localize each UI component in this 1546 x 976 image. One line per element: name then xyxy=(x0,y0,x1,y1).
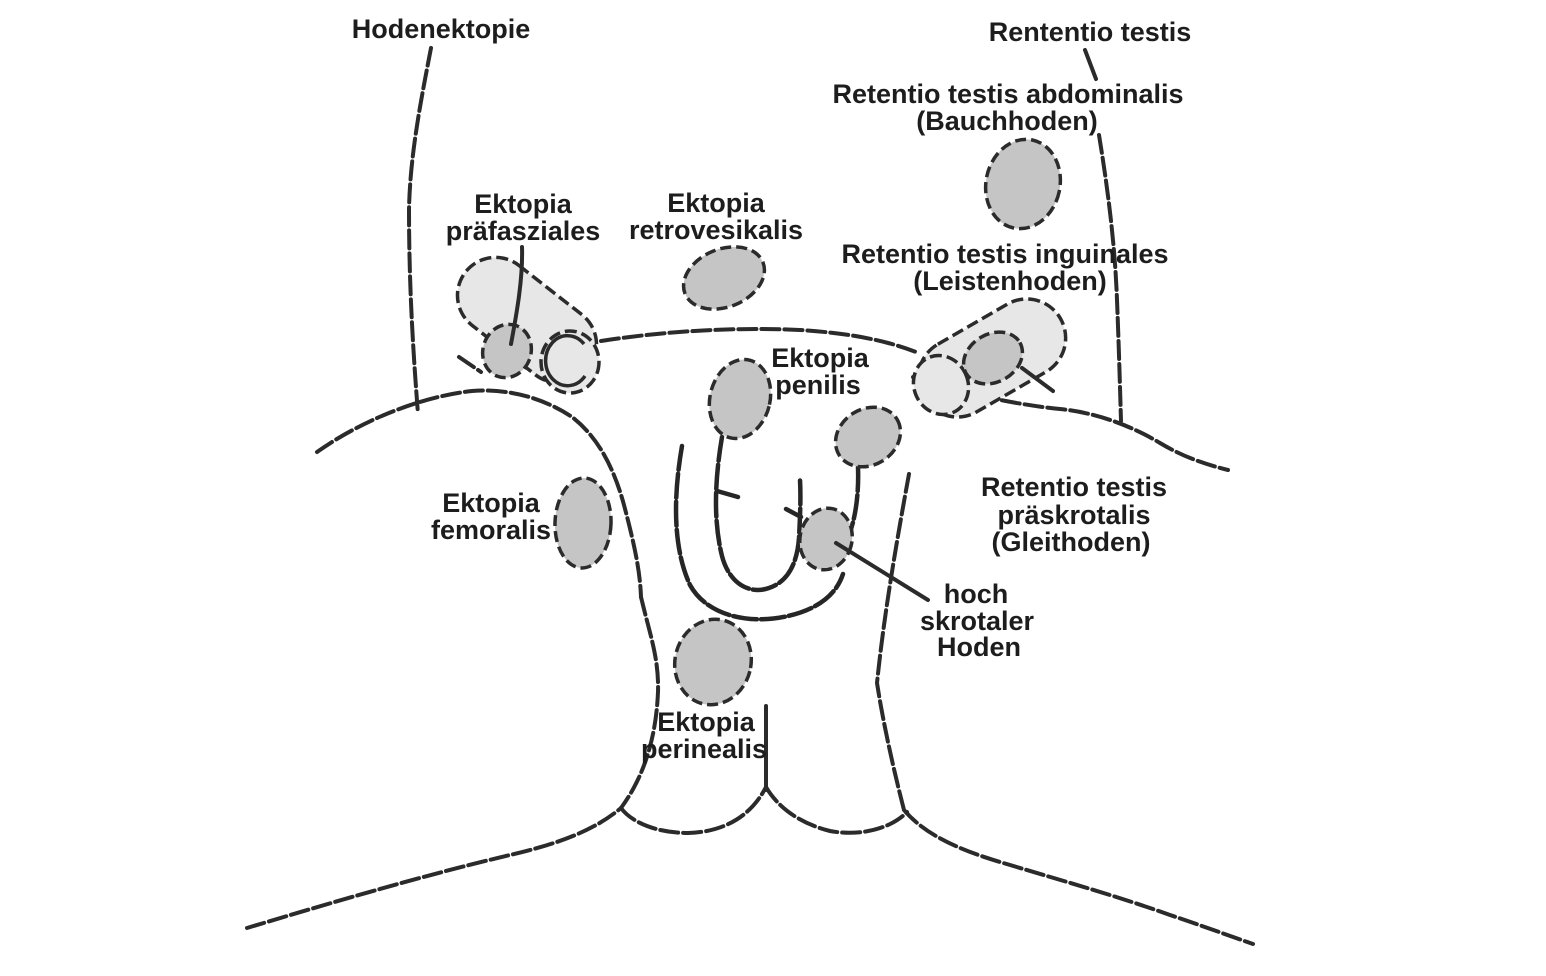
inguinal-leader-line xyxy=(1020,366,1055,393)
left-groin-curve xyxy=(315,388,643,599)
retentio-leader-line xyxy=(1083,48,1098,81)
label-femoral-line1: Ektopia xyxy=(442,488,541,518)
abdominal-testis-ellipse xyxy=(983,137,1063,231)
labels: Hodenektopie Rententio testis Retentio t… xyxy=(352,14,1192,764)
label-perineal-line2: perinealis xyxy=(641,734,767,764)
praefaszial-leader-line xyxy=(509,245,525,346)
penis-outer-curve xyxy=(673,443,846,622)
femoral-testis-ellipse xyxy=(553,476,613,570)
penis-outline xyxy=(673,434,861,622)
label-inguinal-line1: Retentio testis inguinales xyxy=(841,239,1168,269)
left-scrotal-lobe xyxy=(619,785,768,835)
label-femoral-line2: femoralis xyxy=(431,515,551,545)
high-scrotal-testis-ellipse xyxy=(798,506,854,572)
label-inguinal-line2: (Leistenhoden) xyxy=(913,266,1107,296)
left-canal-spiral xyxy=(543,333,587,388)
label-penil-line1: Ektopia xyxy=(771,343,870,373)
right-scrotal-lobe xyxy=(764,785,909,835)
label-praeskrotal-line3: (Gleithoden) xyxy=(992,527,1151,557)
right-inguinal-canal xyxy=(911,297,1068,419)
label-hodenektopie: Hodenektopie xyxy=(352,14,531,44)
hoch-skrotal-leader-line xyxy=(834,541,930,602)
retrovesical-testis-ellipse xyxy=(681,245,767,311)
label-retrovesikal-line2: retrovesikalis xyxy=(629,215,803,245)
perineal-testis-ellipse xyxy=(672,617,754,707)
label-penil-line2: penilis xyxy=(775,370,861,400)
label-praeskrotal-line1: Retentio testis xyxy=(981,472,1167,502)
leader-lines xyxy=(509,48,1098,602)
label-abdominalis-line2: (Bauchhoden) xyxy=(916,106,1098,136)
right-leg-line xyxy=(902,808,1255,946)
label-retentio-testis: Rententio testis xyxy=(989,17,1192,47)
left-canal-opening xyxy=(539,329,601,395)
label-hoch-skrotal-line2: skrotaler xyxy=(920,606,1035,636)
label-praefaszial-line2: präfasziales xyxy=(446,216,601,246)
label-abdominalis-line1: Retentio testis abdominalis xyxy=(832,79,1183,109)
pelvic-line xyxy=(599,327,918,354)
left-inguinal-canal xyxy=(455,255,601,395)
left-inner-thigh-line xyxy=(619,595,661,810)
penis-right-tick xyxy=(783,506,804,520)
central-right-testis-ellipse xyxy=(833,405,903,469)
left-torso-line xyxy=(407,46,433,416)
left-leg-line xyxy=(245,806,623,930)
penis-left-tick xyxy=(714,488,741,500)
label-perineal-line1: Ektopia xyxy=(657,707,756,737)
right-inner-thigh-line xyxy=(875,472,911,812)
label-praeskrotal-line2: präskrotalis xyxy=(997,500,1150,530)
inguinal-testis-ellipse xyxy=(961,330,1025,386)
penis-inner-curve xyxy=(713,434,803,593)
label-praefaszial-line1: Ektopia xyxy=(474,189,573,219)
left-groin-tick xyxy=(457,355,483,374)
testis-positions xyxy=(553,137,1063,707)
label-retrovesikal-line1: Ektopia xyxy=(667,188,766,218)
right-torso-line xyxy=(1097,133,1123,423)
penile-testis-ellipse xyxy=(707,357,773,441)
label-hoch-skrotal-line3: Hoden xyxy=(937,632,1021,662)
label-hoch-skrotal-line1: hoch xyxy=(944,579,1009,609)
